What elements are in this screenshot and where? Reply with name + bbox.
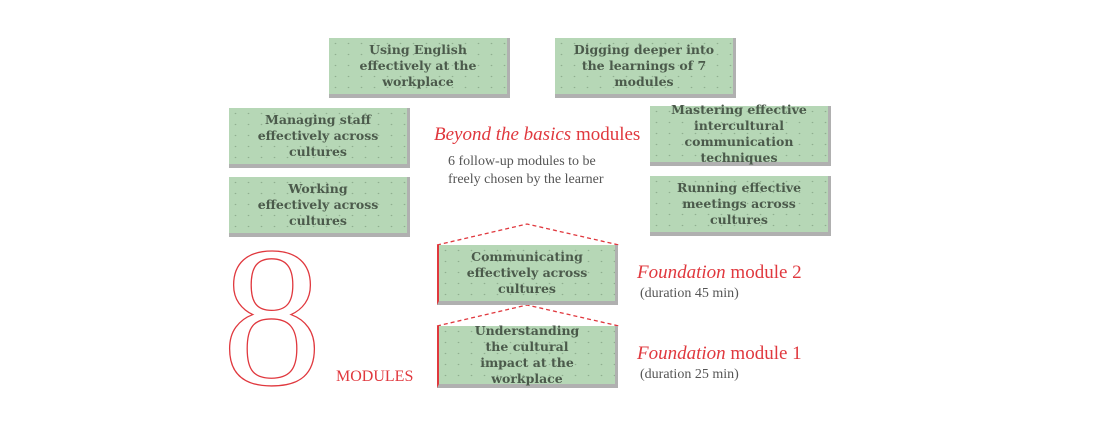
module-count-number: 8 [221,207,322,428]
module-label: Managing staff effectively across cultur… [257,112,379,159]
module-box-running-meetings: Running effective meetings across cultur… [650,176,831,236]
module-label: Using English effectively at the workpla… [359,42,477,89]
foundation-italic: Foundation [637,262,726,283]
module-label: Mastering effective intercultural commun… [671,102,807,165]
foundation-2-label: Foundation module 2 [637,262,802,284]
beyond-description-2: freely chosen by the learner [448,172,604,187]
foundation-1-duration: (duration 25 min) [640,367,739,382]
foundation-rest: module 1 [725,343,802,364]
module-box-digging-deeper: Digging deeper into the learnings of 7 m… [555,38,736,98]
dashed-connector-1 [436,304,620,327]
foundation-2-duration: (duration 45 min) [640,286,739,301]
module-box-foundation-2: Communicating effectively across culture… [437,245,618,305]
dashed-connector-2 [436,223,620,246]
beyond-title-italic: Beyond the basics [434,124,572,145]
module-label: Working effectively across cultures [257,181,379,228]
beyond-description-1: 6 follow-up modules to be [448,154,596,169]
module-count-word: MODULES [336,368,414,385]
module-box-mastering: Mastering effective intercultural commun… [650,102,831,166]
module-label: Understanding the cultural impact at the… [474,323,580,386]
module-box-working-effectively: Working effectively across cultures [229,177,410,237]
module-box-managing-staff: Managing staff effectively across cultur… [229,108,410,168]
beyond-title: Beyond the basics modules [434,124,640,146]
foundation-rest: module 2 [725,262,802,283]
module-box-foundation-1: Understanding the cultural impact at the… [437,323,618,388]
module-label: Running effective meetings across cultur… [676,180,802,227]
foundation-italic: Foundation [637,343,726,364]
module-label: Digging deeper into the learnings of 7 m… [573,42,715,89]
foundation-1-label: Foundation module 1 [637,343,802,365]
beyond-title-rest: modules [571,124,641,145]
module-box-using-english: Using English effectively at the workpla… [329,38,510,98]
module-label: Communicating effectively across culture… [466,249,588,296]
